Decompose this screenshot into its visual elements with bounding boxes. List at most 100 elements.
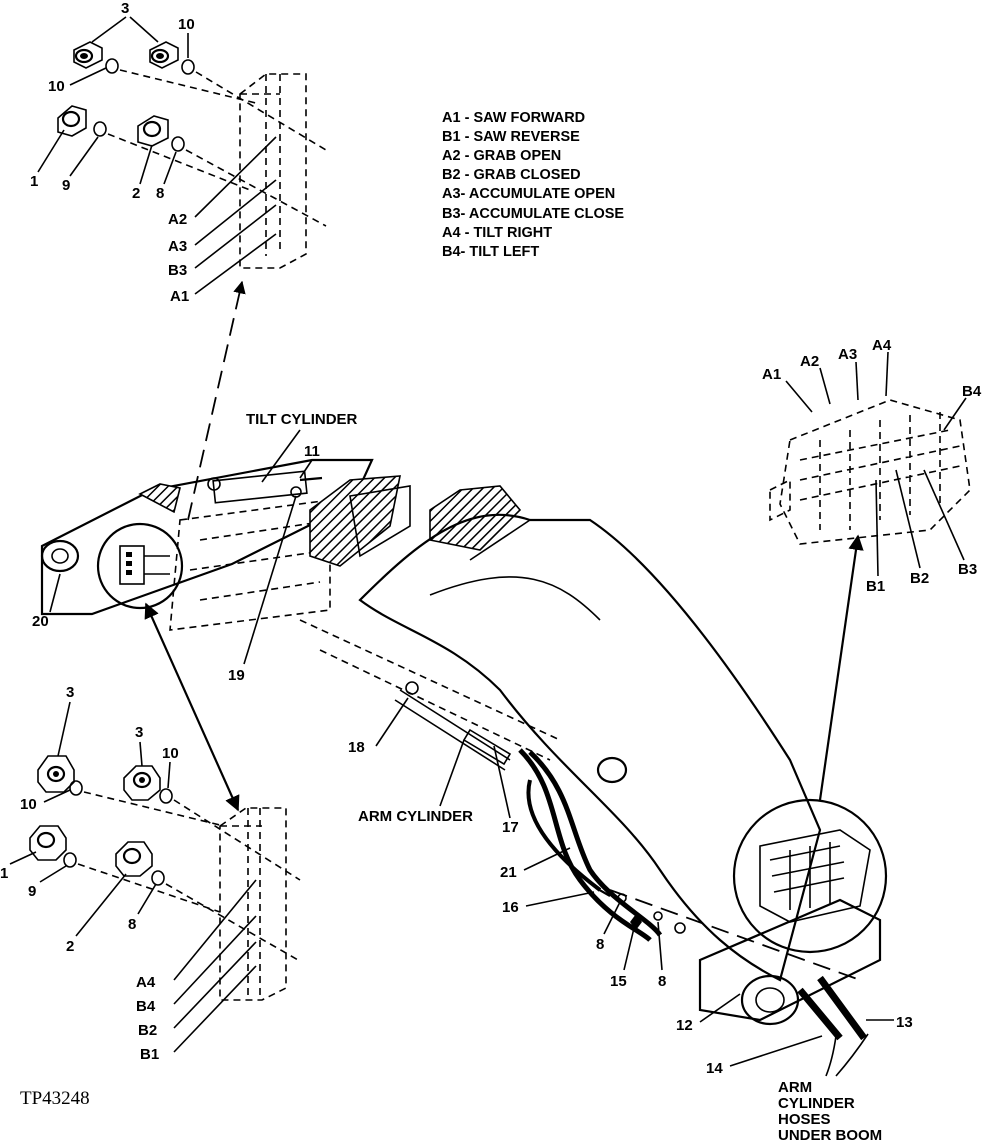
svg-text:A2 - GRAB OPEN: A2 - GRAB OPEN	[442, 148, 561, 164]
legend-code: A2	[442, 148, 461, 164]
port-label: B4	[136, 998, 156, 1015]
callout-10: 10	[48, 78, 65, 95]
arm-cylinder-pin	[596, 756, 628, 784]
port-label: A3	[838, 346, 857, 363]
port-label: A1	[170, 288, 189, 305]
callout-3: 3	[135, 724, 143, 741]
svg-text:B1 - SAW REVERSE: B1 - SAW REVERSE	[442, 129, 580, 145]
pivot-pin	[40, 539, 80, 573]
callout-13: 13	[896, 1014, 913, 1031]
callout-8: 8	[128, 916, 136, 933]
callout-19: 19	[228, 667, 245, 684]
callout-8: 8	[596, 936, 604, 953]
o-ring	[63, 852, 77, 868]
port-label: A4	[136, 974, 156, 991]
hoses-label-line3: HOSES	[778, 1111, 831, 1128]
fitting-nut	[29, 825, 67, 861]
detail-circle-valve	[732, 798, 888, 954]
callout-1: 1	[0, 865, 8, 882]
control-valve-detail: A1 A2 A3 A4 B4 B1 B2 B3	[762, 337, 982, 595]
port-label: B1	[866, 578, 885, 595]
legend-text: ACCUMULATE OPEN	[469, 186, 615, 202]
legend-text: GRAB CLOSED	[473, 167, 580, 183]
hose	[528, 750, 663, 937]
legend-text: TILT LEFT	[469, 244, 539, 260]
o-ring	[171, 136, 185, 152]
port-label: B1	[140, 1046, 159, 1063]
o-ring	[69, 780, 83, 796]
o-ring	[105, 58, 119, 74]
fitting-nut	[149, 41, 179, 69]
boom-assembly	[40, 458, 888, 1041]
svg-text:A4 - TILT RIGHT: A4 - TILT RIGHT	[442, 225, 552, 241]
callout-1: 1	[30, 173, 38, 190]
callout-10: 10	[20, 796, 37, 813]
o-ring	[93, 121, 107, 137]
legend-code: A3	[442, 186, 461, 202]
callout-3: 3	[121, 0, 129, 17]
boom-body	[358, 513, 822, 982]
legend-code: B4	[442, 244, 461, 260]
port-label: B3	[168, 262, 187, 279]
tilt-cylinder	[207, 470, 323, 504]
callout-15: 15	[610, 973, 627, 990]
callout-10: 10	[162, 745, 179, 762]
fitting-nut	[57, 105, 87, 137]
legend-code: B3	[442, 206, 461, 222]
callout-11: 11	[304, 443, 320, 460]
callout-9: 9	[62, 177, 70, 194]
svg-text:A3- ACCUMULATE OPEN: A3- ACCUMULATE OPEN	[442, 186, 615, 202]
port-label: A2	[800, 353, 819, 370]
callout-21: 21	[500, 864, 517, 881]
hatched-bracket	[138, 483, 181, 514]
port-label: A4	[872, 337, 892, 354]
hose	[526, 779, 602, 892]
hoses-label-line1: ARM	[778, 1079, 812, 1096]
callout-2: 2	[66, 938, 74, 955]
svg-text:A1 - SAW FORWARD: A1 - SAW FORWARD	[442, 110, 585, 126]
port-label: B2	[138, 1022, 157, 1039]
callout-8: 8	[156, 185, 164, 202]
hose-under-boom	[797, 975, 867, 1041]
legend-code: A4	[442, 225, 461, 241]
fitting-nut	[73, 41, 103, 69]
fitting-nut	[123, 765, 161, 801]
callout-18: 18	[348, 739, 365, 756]
arm-cylinder	[394, 681, 512, 771]
callout-2: 2	[132, 185, 140, 202]
leader-arrow	[818, 534, 864, 801]
callout-10: 10	[178, 16, 195, 33]
bottom-fitting-detail: A4 B4 B2 B1 3 3 10 10 1 9 2 8	[0, 684, 301, 1063]
function-legend: A1 - SAW FORWARD B1 - SAW REVERSE A2 - G…	[442, 110, 624, 260]
callout-16: 16	[502, 899, 519, 916]
figure-id: TP43248	[20, 1088, 90, 1109]
port-label: A2	[168, 211, 187, 228]
callout-14: 14	[706, 1060, 723, 1077]
port-label: B2	[910, 570, 929, 587]
leader-arrow	[144, 602, 240, 812]
port-label: A3	[168, 238, 187, 255]
tilt-cylinder-label: TILT CYLINDER	[246, 411, 358, 428]
svg-text:B4- TILT LEFT: B4- TILT LEFT	[442, 244, 539, 260]
callout-12: 12	[676, 1017, 693, 1034]
callout-20: 20	[32, 613, 49, 630]
hose	[518, 748, 652, 942]
legend-code: A1	[442, 110, 461, 126]
callout-9: 9	[28, 883, 36, 900]
fitting-nut	[37, 755, 75, 793]
boom-foot-pin	[740, 974, 800, 1026]
legend-text: GRAB OPEN	[473, 148, 561, 164]
hoses-label-line4: UNDER BOOM	[778, 1127, 882, 1144]
o-ring	[151, 870, 165, 886]
fitting-nut	[137, 115, 169, 147]
fitting-nut	[115, 841, 153, 877]
port-label: B4	[962, 383, 982, 400]
callout-17: 17	[502, 819, 519, 836]
top-fitting-detail: A2 A3 B3 A1 3 10 10 1 9 2 8	[30, 0, 327, 305]
legend-text: SAW FORWARD	[473, 110, 585, 126]
legend-code: B2	[442, 167, 461, 183]
port-label: B3	[958, 561, 977, 578]
svg-text:B2 - GRAB CLOSED: B2 - GRAB CLOSED	[442, 167, 581, 183]
